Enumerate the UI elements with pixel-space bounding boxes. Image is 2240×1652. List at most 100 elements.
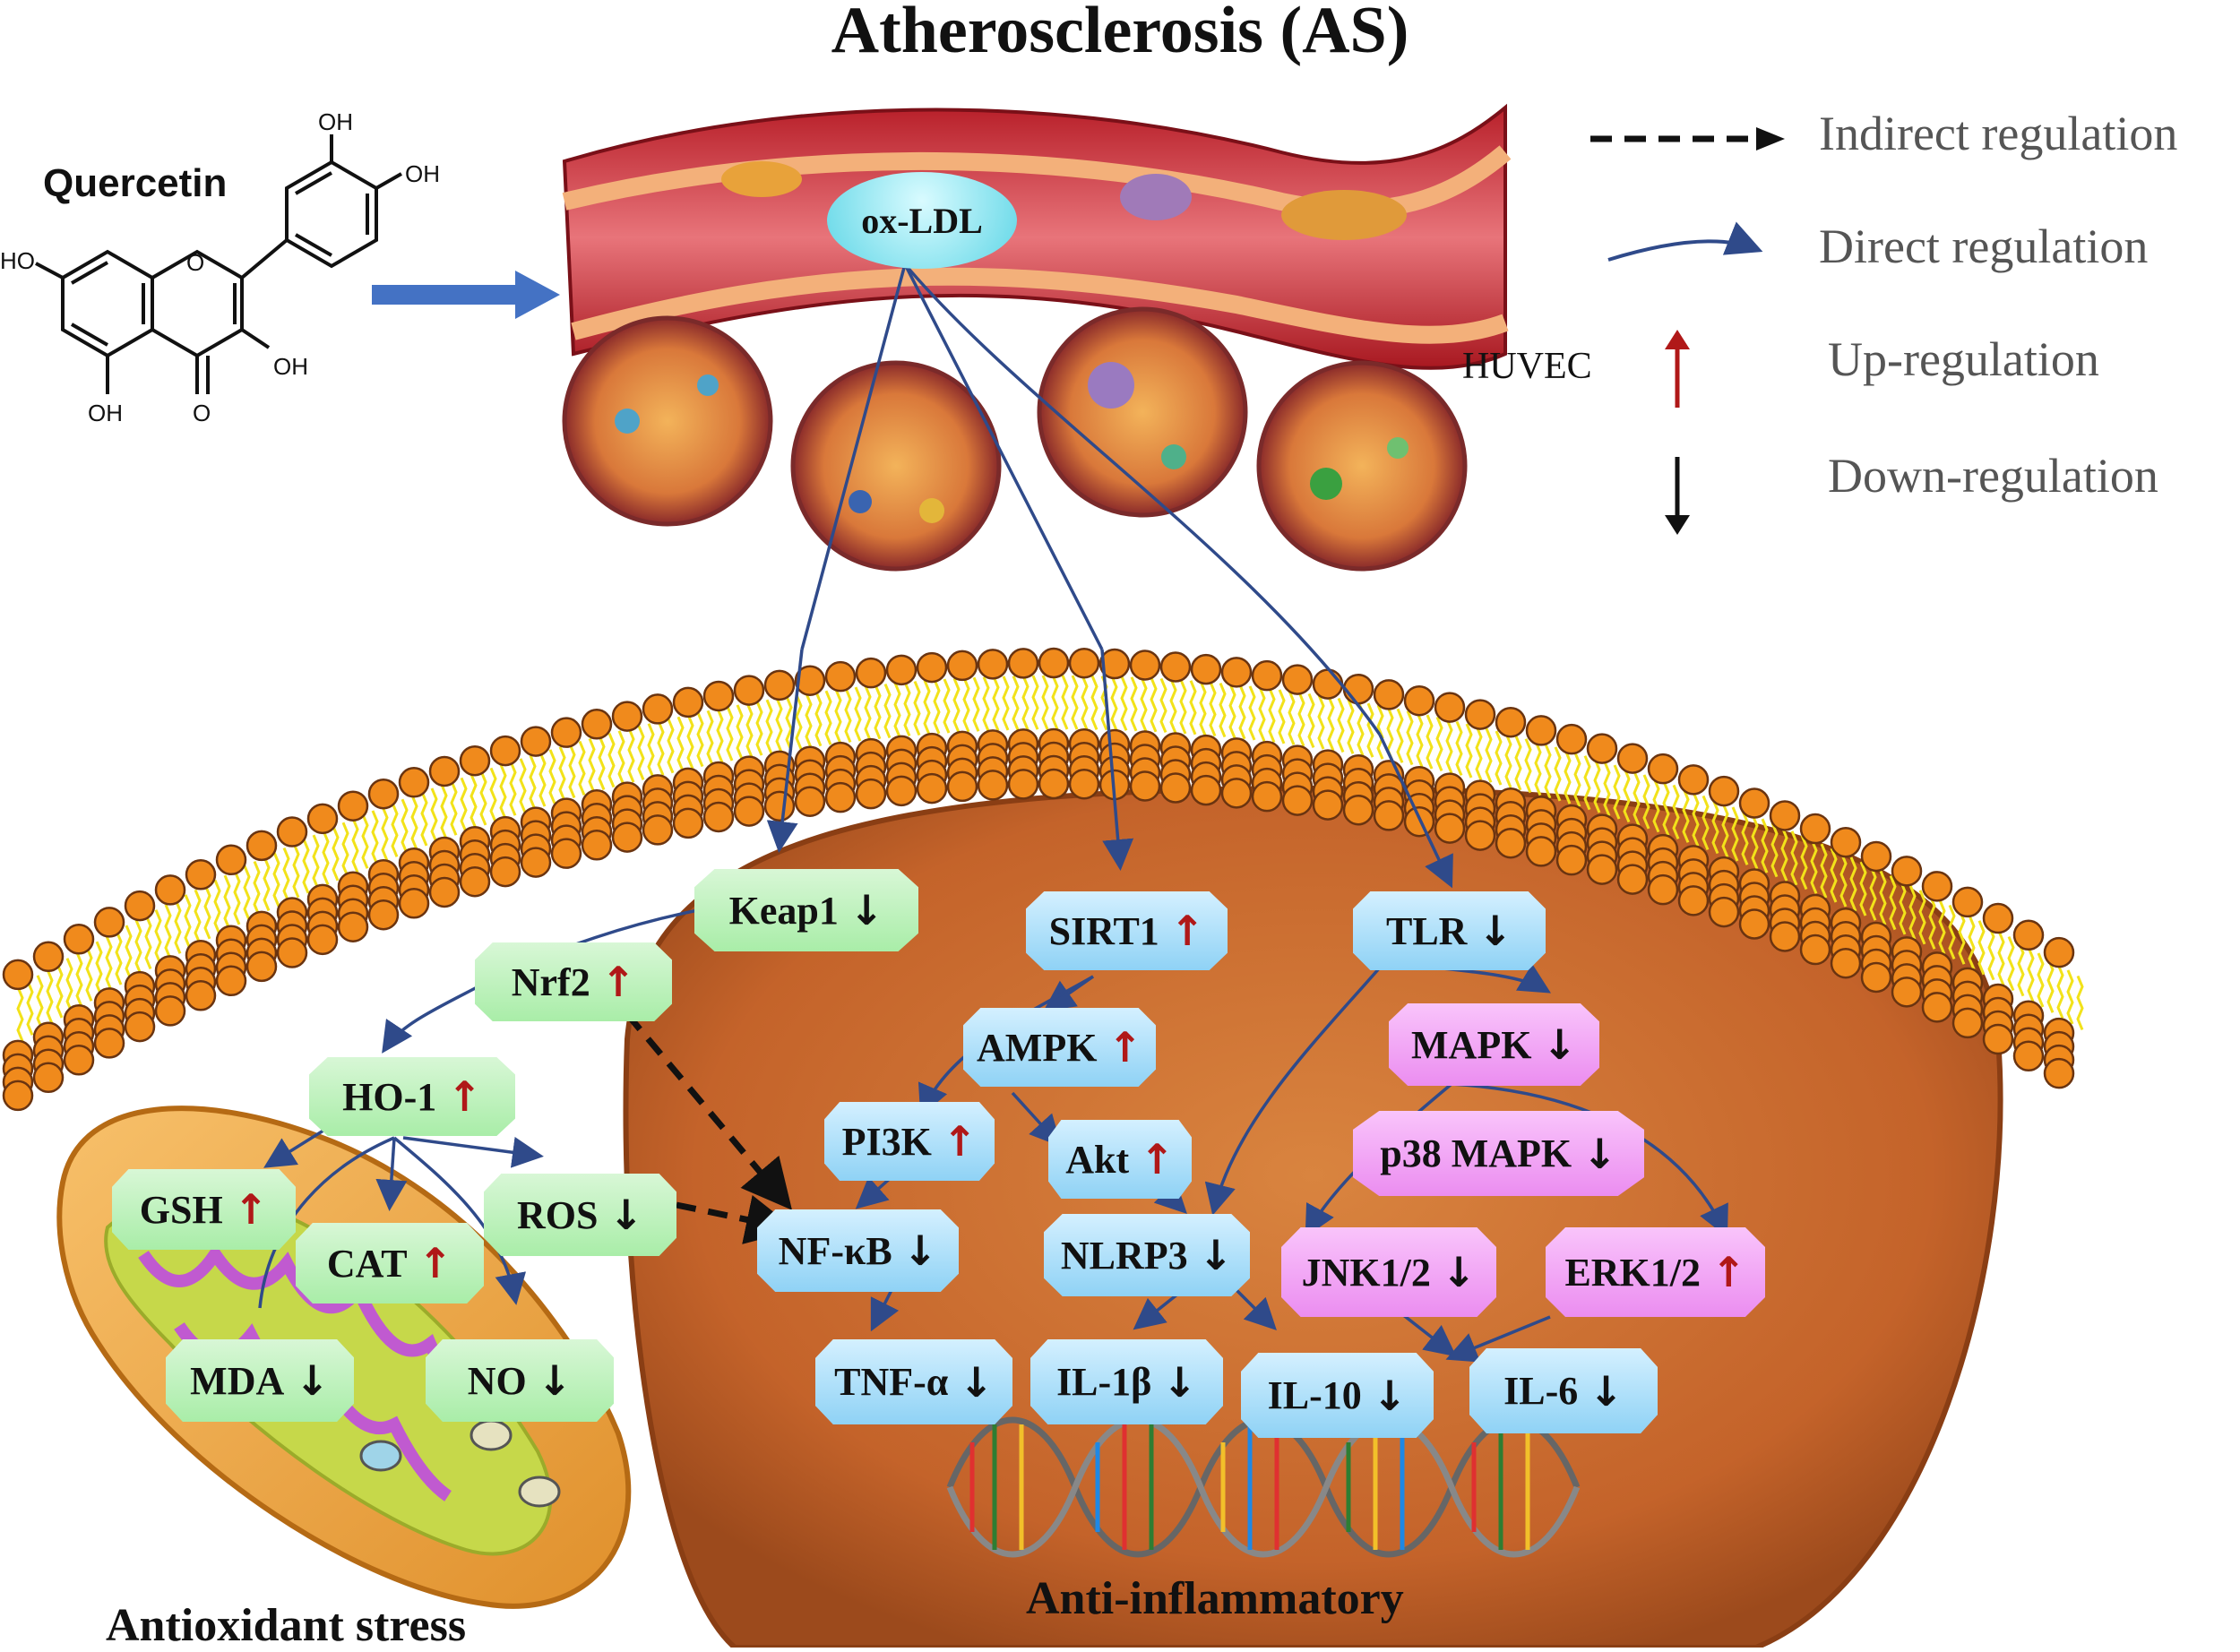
- node-pi3k: PI3K↑: [824, 1102, 995, 1181]
- lipid-head: [824, 781, 857, 813]
- lipid-tail: [1623, 768, 1631, 823]
- lipid-tail: [65, 958, 73, 1013]
- lipid-tail: [1465, 723, 1473, 779]
- lipid-tail: [1692, 791, 1700, 847]
- lipid-tail: [1554, 746, 1562, 802]
- node-tnfa-label: TNF-α: [834, 1360, 949, 1404]
- lipid-head: [154, 995, 186, 1027]
- lipid-head: [1281, 785, 1314, 816]
- lipid-head: [489, 735, 521, 767]
- lipid-head: [306, 803, 339, 835]
- lipid-tail: [1495, 730, 1503, 786]
- lipid-tail: [1908, 884, 1917, 940]
- legend-direct-label: Direct regulation: [1819, 219, 2149, 273]
- lipid-tail: [1524, 738, 1532, 794]
- lipid-tail: [125, 925, 133, 980]
- lipid-tail: [1830, 848, 1838, 903]
- lipid-head: [1647, 753, 1679, 785]
- lipid-tail: [174, 899, 182, 954]
- lipid-tail: [657, 720, 665, 776]
- lipid-tail: [450, 780, 458, 836]
- node-jnk-label: JNK1/2: [1301, 1250, 1431, 1295]
- lipid-tail: [1376, 704, 1384, 760]
- lipid-tail: [1899, 880, 1907, 935]
- lipid-tail: [391, 802, 399, 857]
- lipid-tail: [992, 675, 1000, 731]
- lipid-head: [428, 876, 461, 908]
- down-arrow-icon: ↓: [537, 1356, 573, 1405]
- lipid-head: [459, 865, 491, 898]
- lipid-tail: [1751, 814, 1759, 870]
- lipid-tail: [864, 685, 872, 741]
- lipid-tail: [1918, 890, 1926, 945]
- lipid-head: [63, 924, 95, 955]
- lipid-head: [794, 786, 826, 817]
- lipid-head: [1434, 813, 1466, 844]
- lipid-tail: [1711, 798, 1719, 855]
- lipid-head: [1891, 977, 1923, 1008]
- lipid-head: [855, 657, 887, 689]
- lipid-head: [215, 965, 247, 997]
- lipid-head: [1951, 1007, 1984, 1039]
- down-arrow-icon: ↓: [1198, 1231, 1234, 1279]
- lipid-tail: [1406, 710, 1414, 766]
- lipid-tail: [1209, 681, 1217, 737]
- lipid-head: [276, 937, 308, 968]
- up-arrow-icon: ↑: [1140, 1135, 1175, 1183]
- lipid-tail: [440, 784, 448, 839]
- lipid-head: [1159, 772, 1192, 804]
- lipid-tail: [1327, 696, 1335, 752]
- lipid-head: [1220, 778, 1253, 809]
- lipid-head: [1708, 775, 1740, 807]
- lipid-head: [1312, 789, 1344, 821]
- lipid-head: [1921, 992, 1953, 1023]
- lipid-head: [1860, 840, 1892, 873]
- lipid-head: [1464, 820, 1496, 851]
- lipid-head: [93, 1028, 125, 1059]
- lipid-head: [1098, 648, 1131, 680]
- lipid-tail: [1977, 920, 1986, 976]
- lipid-tail: [1081, 675, 1089, 730]
- lipid-tail: [1445, 718, 1453, 774]
- lipid-head: [185, 980, 217, 1011]
- lipid-head: [855, 778, 887, 810]
- lipid-head: [1403, 684, 1435, 717]
- lipid-head: [885, 654, 918, 686]
- lipid-tail: [1347, 699, 1355, 754]
- lipid-head: [1129, 770, 1161, 802]
- lipid-head: [1342, 794, 1374, 826]
- lipid-tail: [736, 704, 744, 760]
- lipid-tail: [588, 737, 596, 794]
- lipid-tail: [1140, 676, 1148, 732]
- lipid-tail: [716, 708, 724, 763]
- lipid-tail: [755, 701, 763, 756]
- lipid-tail: [85, 946, 93, 1002]
- lipid-tail: [1820, 843, 1828, 899]
- lipid-head: [1616, 743, 1649, 774]
- lipid-tail: [2037, 952, 2045, 1008]
- lipid-head: [1007, 769, 1039, 800]
- lipid-head: [1312, 668, 1344, 700]
- node-gsh: GSH↑: [112, 1169, 296, 1250]
- diagram-title: Atherosclerosis (AS): [831, 0, 1409, 67]
- lipid-tail: [1869, 865, 1877, 921]
- lipid-tail: [56, 963, 64, 1019]
- lipid-tail: [548, 749, 556, 804]
- lipid-head: [246, 951, 278, 983]
- lipid-tail: [1110, 675, 1118, 731]
- lipid-head: [154, 874, 186, 906]
- quercetin-arrow: [372, 271, 560, 319]
- lipid-head: [1586, 854, 1618, 885]
- lipid-tail: [1396, 708, 1404, 763]
- quercetin-label: Quercetin: [43, 161, 228, 205]
- node-keap1: Keap1↓: [694, 869, 918, 951]
- lipid-tail: [1051, 675, 1059, 730]
- lipid-tail: [16, 986, 24, 1042]
- lipid-tail: [1702, 795, 1710, 850]
- lipid-head: [1555, 844, 1588, 876]
- lipid-head: [306, 924, 339, 956]
- lipid-head: [1129, 650, 1161, 681]
- lipid-head: [946, 770, 978, 803]
- lipid-head: [2043, 1057, 2075, 1089]
- lipid-head: [489, 856, 521, 888]
